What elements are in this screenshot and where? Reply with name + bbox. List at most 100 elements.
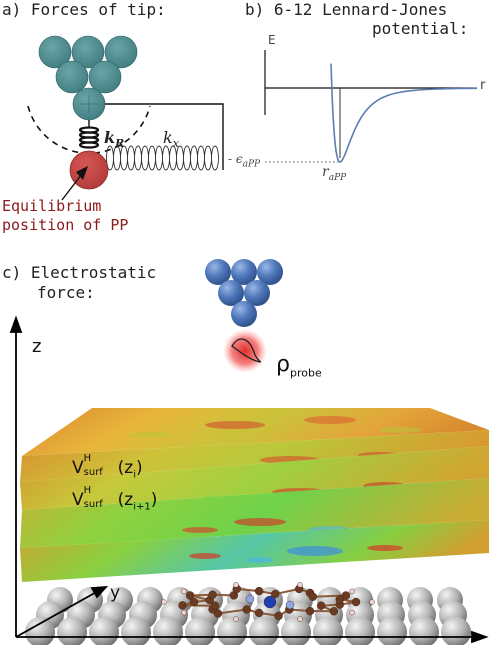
substrate-atom: [377, 617, 407, 645]
molecule-atom: [285, 600, 295, 610]
molecule-atom: [208, 590, 217, 599]
rho-subscript: probe: [289, 366, 322, 380]
potential-layers: [20, 408, 489, 582]
molecule-atom: [297, 616, 303, 622]
layer-2: [20, 430, 489, 482]
molecule-atom: [335, 595, 344, 604]
lateral-spring-frame: [88, 103, 224, 170]
molecule-atom: [254, 586, 264, 596]
k-lateral-label: kx: [163, 128, 179, 150]
substrate-atom: [345, 617, 375, 645]
substrate-atom: [57, 617, 87, 645]
molecule-atom: [178, 601, 187, 610]
substrate-atom: [89, 617, 119, 645]
molecule-atom: [329, 607, 339, 616]
v-sub-zi1: surf: [83, 499, 103, 510]
layer-5: [20, 520, 489, 582]
substrate-atom: [313, 617, 343, 645]
caption-line-1: Equilibrium: [2, 197, 102, 215]
v-symbol-zi1: V: [72, 490, 84, 510]
substrate-atom: [281, 617, 311, 645]
substrate-atom: [441, 617, 471, 645]
molecule-atom: [245, 594, 255, 604]
distance-axis-label: r: [480, 78, 486, 93]
k-lateral-subscript: x: [172, 137, 179, 151]
v-arg-sub-zi: i: [133, 469, 136, 481]
panel-b-title-line-1: b) 6-12 Lennard-Jones: [245, 0, 448, 19]
probe-density-contour: [231, 338, 262, 363]
z-axis-label: z: [32, 336, 42, 357]
molecule-atom: [233, 616, 239, 622]
axes-3d: [9, 315, 489, 644]
substrate-atom: [185, 617, 215, 645]
tip-3d: [205, 259, 283, 327]
molecule-bond: [217, 608, 247, 615]
molecule-atom: [185, 591, 195, 600]
layer-3: [20, 446, 489, 510]
lj-potential-curve: [330, 63, 477, 163]
probe-density-glow: [223, 329, 267, 373]
panel-c-title-line-2: force:: [37, 283, 95, 302]
v-sub-zi: surf: [83, 467, 103, 478]
panel-a-title: a) Forces of tip:: [2, 0, 166, 19]
y-axis-label: y: [110, 583, 121, 603]
molecule-atom: [349, 588, 355, 595]
rho-symbol: ρ: [276, 352, 290, 377]
rmin-symbol: r: [322, 164, 329, 180]
epsilon-subscript: aPP: [242, 159, 261, 170]
v-arg-sub-zi1: i+1: [133, 501, 151, 513]
rmin-label: raPP: [322, 164, 346, 183]
layer-4: [20, 478, 489, 548]
rmin-subscript: aPP: [328, 172, 347, 183]
epsilon-symbol: - ϵ: [228, 152, 243, 166]
v-close-zi: ): [135, 458, 143, 478]
lj-axes: [264, 50, 477, 115]
molecule-atom: [305, 606, 315, 616]
substrate-atom: [249, 617, 279, 645]
arrow-head: [76, 166, 88, 180]
v-arg-zi: (z: [117, 458, 134, 478]
k-radial-subscript: R: [115, 137, 125, 151]
rho-probe-label: ρprobe: [276, 352, 322, 379]
molecule-atom: [369, 599, 375, 605]
molecule-atom: [297, 582, 303, 588]
substrate-atom: [121, 617, 151, 645]
panel-c-title-line-1: c) Electrostatic: [2, 263, 157, 282]
epsilon-label: - ϵaPP: [228, 152, 260, 169]
v-symbol-zi: V: [72, 458, 84, 478]
molecule-atom: [189, 597, 199, 607]
molecule-atom: [271, 589, 280, 599]
energy-axis-label: E: [268, 33, 276, 47]
substrate-atom: [25, 617, 55, 645]
substrate-atom: [153, 617, 183, 645]
k-lateral-symbol: k: [163, 128, 173, 147]
molecule-atom: [316, 601, 326, 610]
molecule-atom: [181, 588, 187, 595]
molecule-atom: [210, 601, 220, 610]
molecule-atom: [254, 608, 264, 618]
probe-particle: [69, 150, 109, 190]
panel-b-title-line-2: potential:: [372, 19, 469, 38]
lateral-spring: [106, 145, 219, 171]
molecule-atom: [274, 611, 283, 621]
molecule-atom: [233, 582, 239, 588]
molecule-atom: [351, 597, 361, 607]
molecule: [161, 582, 375, 622]
v-sup-zi: H: [83, 453, 92, 464]
layer-1: [22, 408, 489, 456]
radial-spring: [78, 126, 100, 149]
substrate-atom: [217, 617, 247, 645]
molecule-atom: [181, 609, 187, 616]
substrate-atom: [409, 617, 439, 645]
molecule-atom: [341, 591, 351, 600]
molecule-atom: [263, 595, 277, 609]
molecule-atom: [349, 609, 355, 616]
v-sup-zi1: H: [83, 485, 92, 496]
k-radial-symbol: k: [104, 128, 116, 147]
v-close-zi1: ): [150, 490, 158, 510]
tip-spheres: [38, 35, 138, 121]
molecule-atom: [308, 592, 318, 601]
